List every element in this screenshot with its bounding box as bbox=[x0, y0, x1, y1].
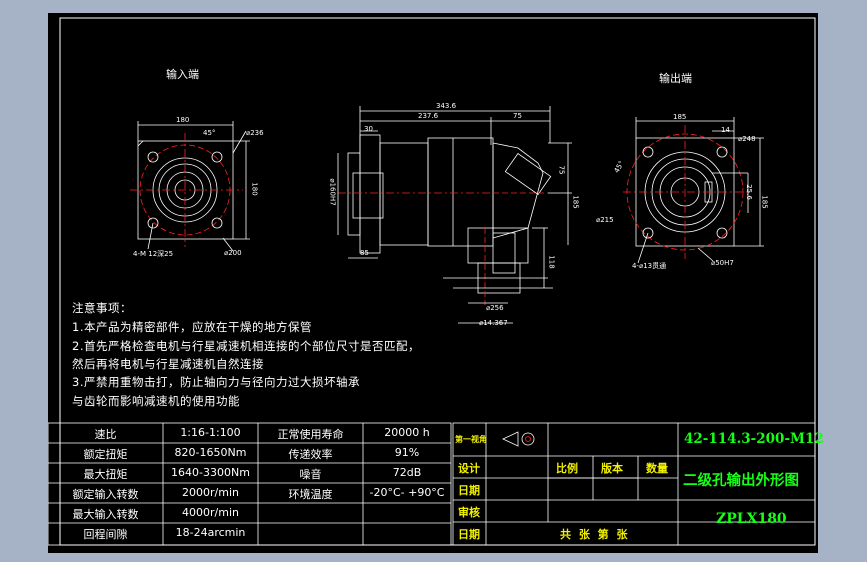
note-line-5: 与齿轮而影响减速机的使用功能 bbox=[72, 394, 240, 408]
side-bore-dim: ⌀160H7 bbox=[328, 178, 337, 206]
notes-title: 注意事项： bbox=[72, 301, 132, 315]
input-pilot-dim: ⌀200 bbox=[224, 249, 242, 257]
scale-label: 比例 bbox=[556, 462, 578, 475]
spec-key: 正常使用寿命 bbox=[277, 428, 344, 441]
spec-value: 1640-3300Nm bbox=[171, 466, 250, 479]
input-bolt-circle-dim: ⌀236 bbox=[246, 129, 264, 137]
drawing-number: 42-114.3-200-M12 bbox=[684, 431, 824, 447]
side-out-len-dim: 75 bbox=[513, 112, 522, 120]
date-label-1: 日期 bbox=[458, 484, 480, 497]
input-angle-dim: 45° bbox=[203, 129, 216, 137]
note-line-3: 然后再将电机与行星减速机自然连接 bbox=[72, 357, 264, 371]
input-height-dim: 180 bbox=[250, 182, 259, 196]
date-label-2: 日期 bbox=[458, 528, 480, 541]
side-shaft-dim: 85 bbox=[360, 249, 369, 257]
output-key-dim: 14 bbox=[721, 126, 730, 134]
spec-value: 820-1650Nm bbox=[174, 446, 247, 459]
drawing-sheet: 输入端 输出端 180 45° ⌀236 180 4-M 12深25 ⌀200 … bbox=[48, 13, 824, 553]
spec-key: 最大扭矩 bbox=[83, 468, 128, 481]
cad-drawing bbox=[48, 17, 816, 546]
quantity-label: 数量 bbox=[646, 462, 668, 475]
projection-label: 第一视角 bbox=[455, 435, 487, 444]
title-block-grid bbox=[452, 422, 816, 546]
spec-key: 环境温度 bbox=[288, 488, 333, 501]
spec-value: 20000 h bbox=[384, 426, 430, 439]
spec-value: 91% bbox=[394, 446, 420, 459]
output-end-view bbox=[623, 117, 764, 264]
output-end-label: 输出端 bbox=[659, 72, 692, 85]
output-width-dim: 185 bbox=[673, 113, 687, 121]
note-line-1: 1.本产品为精密部件，应放在干燥的地方保管 bbox=[72, 320, 312, 334]
spec-key: 额定扭矩 bbox=[83, 448, 128, 461]
input-width-dim: 180 bbox=[176, 116, 190, 124]
design-label: 设计 bbox=[458, 462, 480, 475]
input-holes-dim: 4-M 12深25 bbox=[133, 250, 174, 258]
drawing-name: 二级孔输出外形图 bbox=[683, 472, 799, 489]
spec-value: 1:16-1:100 bbox=[180, 426, 241, 439]
side-length-dim: 237.6 bbox=[418, 112, 439, 120]
note-line-4: 3.严禁用重物击打，防止轴向力与径向力过大损坏轴承 bbox=[72, 375, 360, 389]
side-total-dim: 343.6 bbox=[436, 102, 457, 110]
spec-key: 噪音 bbox=[299, 468, 322, 481]
spec-value: 18-24arcmin bbox=[175, 526, 246, 539]
spec-key: 最大输入转数 bbox=[72, 508, 139, 521]
spec-value: 72dB bbox=[392, 466, 422, 479]
spec-value: 2000r/min bbox=[182, 486, 239, 499]
output-bore-dim: ⌀50H7 bbox=[711, 259, 734, 267]
sheet-count-label: 共 张 第 张 bbox=[560, 528, 630, 541]
spec-table-grid bbox=[48, 422, 452, 546]
spec-key: 回程间隙 bbox=[83, 528, 128, 541]
review-label: 审核 bbox=[458, 506, 480, 519]
input-end-label: 输入端 bbox=[166, 68, 199, 81]
spec-value: -20°C- +90°C bbox=[369, 486, 445, 499]
side-view bbox=[337, 106, 572, 324]
model-number: ZPLX180 bbox=[716, 511, 787, 527]
output-key-height-dim: 25.6 bbox=[744, 184, 753, 200]
note-line-2: 2.首先严格检查电机与行星减速机相连接的个部位尺寸是否匹配， bbox=[72, 339, 420, 353]
spec-key: 传递效率 bbox=[288, 448, 333, 461]
output-pilot-dim: ⌀215 bbox=[596, 216, 614, 224]
side-d1-dim: ⌀256 bbox=[486, 304, 504, 312]
spec-key: 额定输入转数 bbox=[72, 488, 139, 501]
output-bolt-dim: ⌀248 bbox=[738, 135, 756, 143]
side-d2-dim: ⌀14.367 bbox=[479, 319, 508, 327]
spec-key: 速比 bbox=[94, 428, 117, 441]
side-h1-dim: 118 bbox=[547, 255, 556, 269]
output-height-dim: 185 bbox=[760, 195, 769, 209]
spec-value: 4000r/min bbox=[182, 506, 239, 519]
side-h2-dim: 185 bbox=[571, 195, 580, 209]
output-holes-dim: 4-⌀13贯通 bbox=[632, 262, 667, 270]
input-end-view bbox=[130, 121, 250, 252]
version-label: 版本 bbox=[601, 462, 623, 475]
side-h3-dim: 75 bbox=[557, 165, 566, 175]
side-flange-dim: 30 bbox=[364, 125, 373, 133]
